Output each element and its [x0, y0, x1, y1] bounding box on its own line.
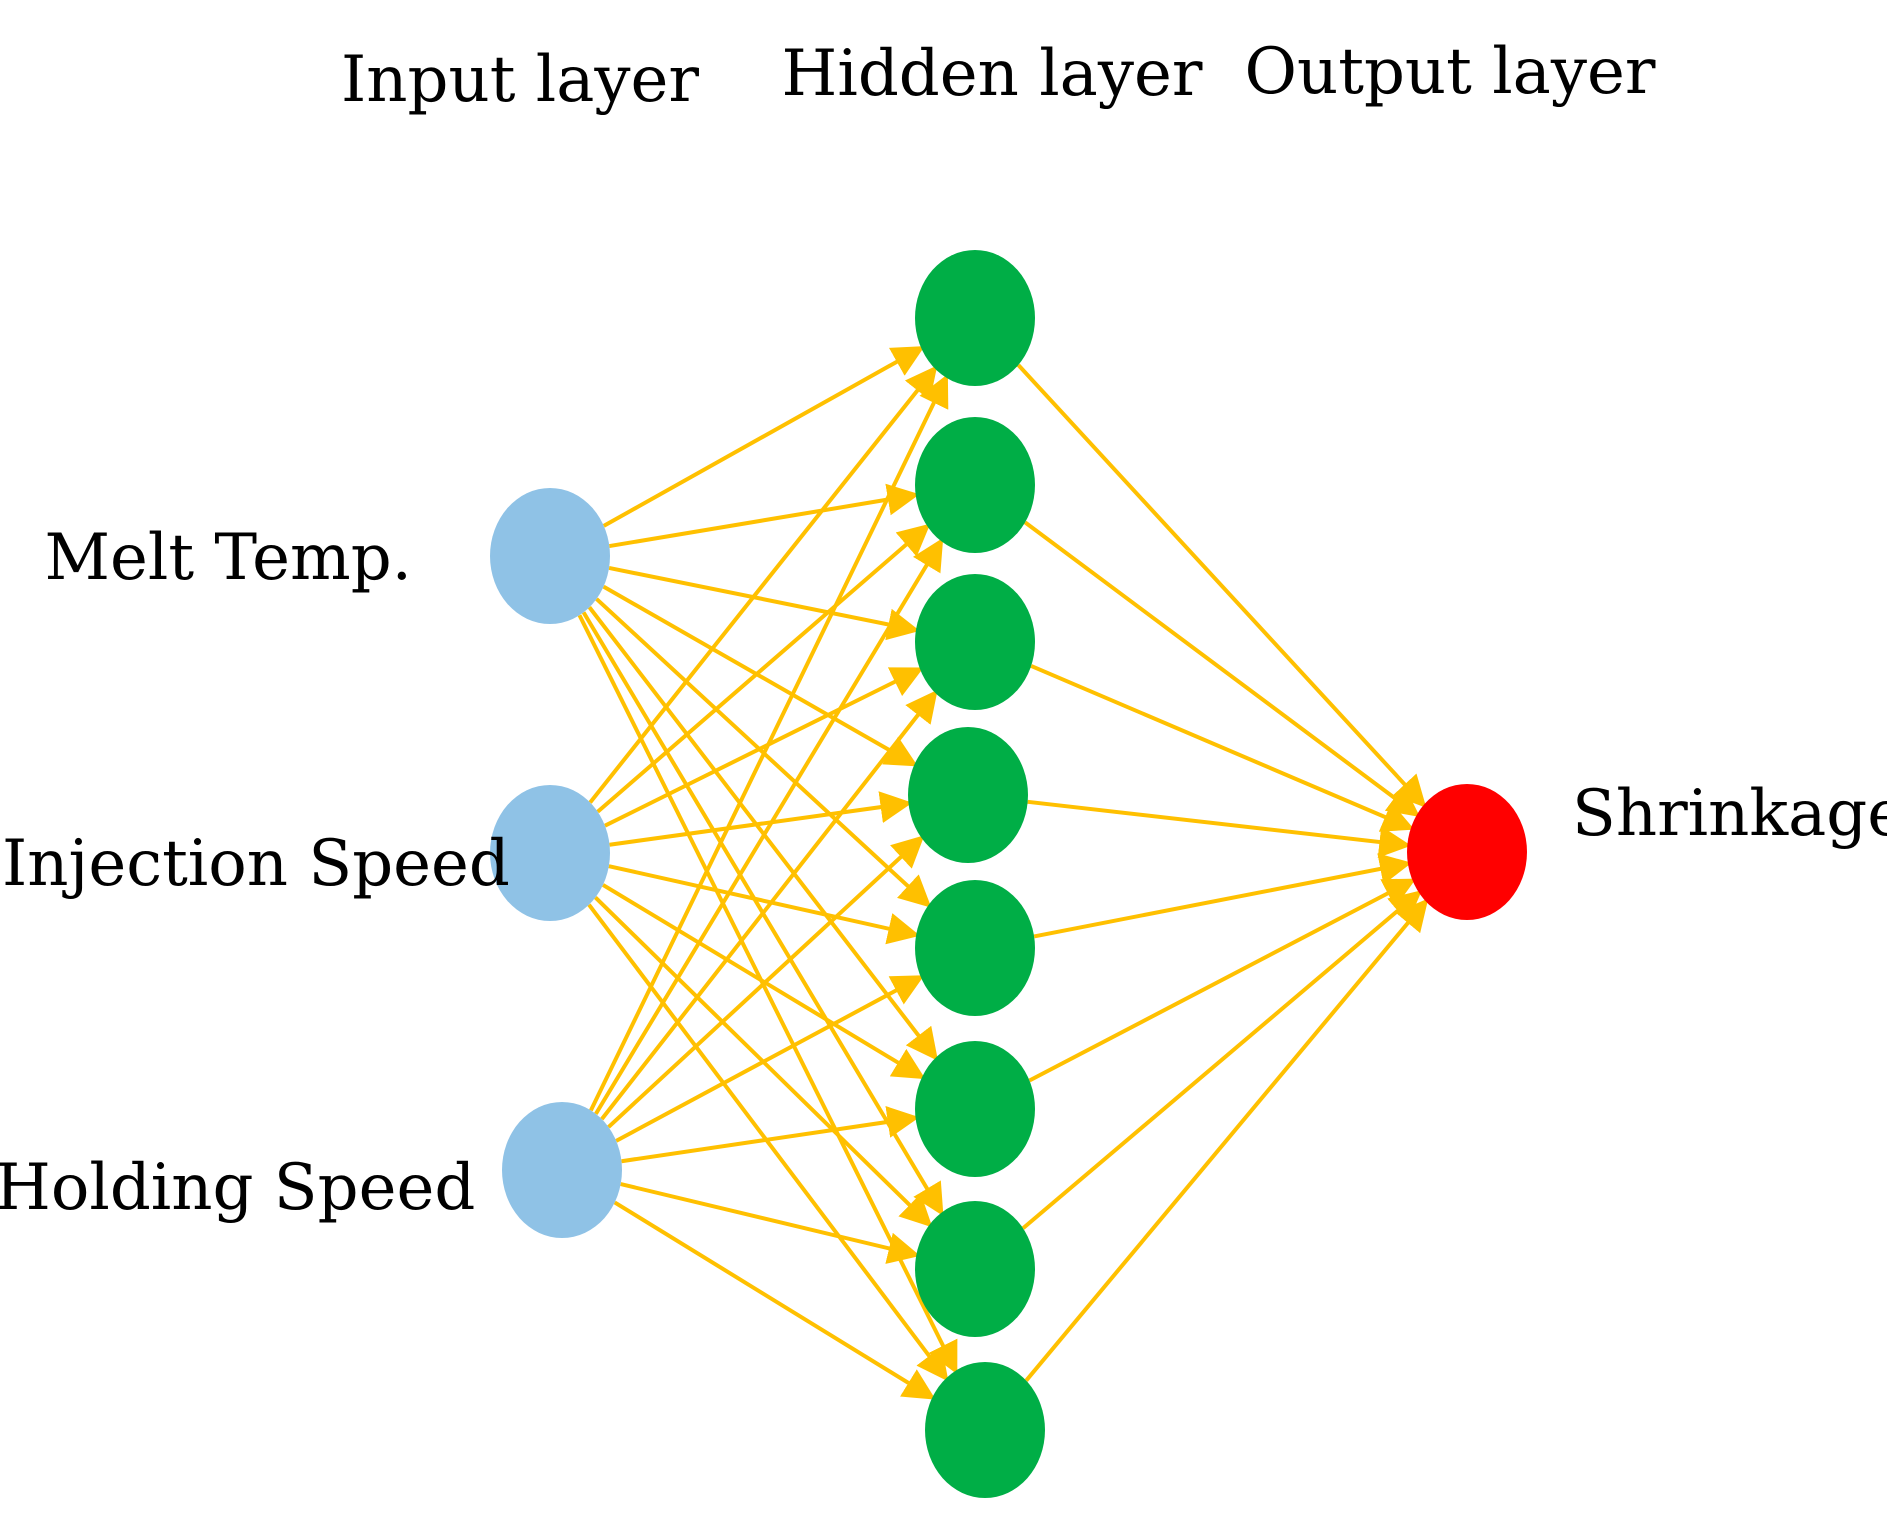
edge-input-2-hidden-6	[601, 883, 926, 1080]
edge-input-1-hidden-8	[577, 614, 958, 1375]
output-layer-header: Output layer	[1244, 35, 1656, 109]
edge-input-1-hidden-3	[608, 565, 920, 641]
hidden-node-3	[915, 574, 1035, 710]
edge-hidden-2-output	[1023, 520, 1421, 818]
edge-input-3-hidden-6	[621, 1106, 920, 1164]
hidden-layer-header: Hidden layer	[781, 37, 1203, 111]
hidden-node-6	[915, 1041, 1035, 1177]
edge-input-3-hidden-4	[607, 835, 925, 1129]
input-node-2	[490, 785, 610, 921]
edge-hidden-5-output	[1033, 853, 1412, 939]
edge-hidden-7-output	[1021, 890, 1423, 1230]
connection-layer	[577, 346, 1429, 1400]
edge-hidden-3-output	[1030, 664, 1415, 832]
node-layer	[490, 250, 1527, 1498]
input-layer-header: Input layer	[341, 43, 699, 117]
edge-hidden-8-output	[1024, 898, 1429, 1382]
input-label-injection-speed: Injection Speed	[2, 827, 510, 901]
hidden-node-7	[915, 1201, 1035, 1337]
input-label-holding-speed: Holding Speed	[0, 1151, 476, 1225]
edge-input-3-hidden-8	[613, 1200, 936, 1400]
input-label-melt-temp: Melt Temp.	[44, 521, 412, 595]
edge-input-2-hidden-1	[588, 365, 938, 804]
hidden-node-5	[915, 880, 1035, 1016]
hidden-node-4	[908, 727, 1028, 863]
hidden-node-8	[925, 1362, 1045, 1498]
edge-input-3-hidden-1	[589, 373, 949, 1112]
hidden-node-1	[915, 250, 1035, 386]
edge-hidden-6-output	[1028, 878, 1417, 1083]
edge-input-2-hidden-2	[596, 523, 931, 814]
edge-hidden-1-output	[1016, 363, 1427, 808]
edge-input-1-hidden-6	[587, 606, 939, 1061]
edge-input-3-hidden-3	[600, 689, 938, 1121]
edge-input-3-hidden-7	[620, 1182, 921, 1264]
edge-input-1-hidden-1	[602, 346, 925, 528]
edge-input-2-hidden-5	[608, 864, 921, 945]
hidden-node-2	[915, 417, 1035, 553]
edge-input-3-hidden-5	[615, 975, 925, 1143]
edge-input-1-hidden-2	[609, 483, 920, 549]
edge-input-2-hidden-4	[609, 791, 913, 847]
output-node	[1407, 784, 1527, 920]
input-node-3	[502, 1102, 622, 1238]
edge-input-3-hidden-2	[594, 537, 944, 1115]
edge-input-2-hidden-3	[604, 667, 924, 828]
output-label-shrinkage: Shrinkage	[1572, 777, 1887, 851]
input-node-1	[490, 488, 610, 624]
edge-hidden-4-output	[1027, 799, 1412, 858]
edge-input-1-hidden-4	[602, 584, 918, 767]
